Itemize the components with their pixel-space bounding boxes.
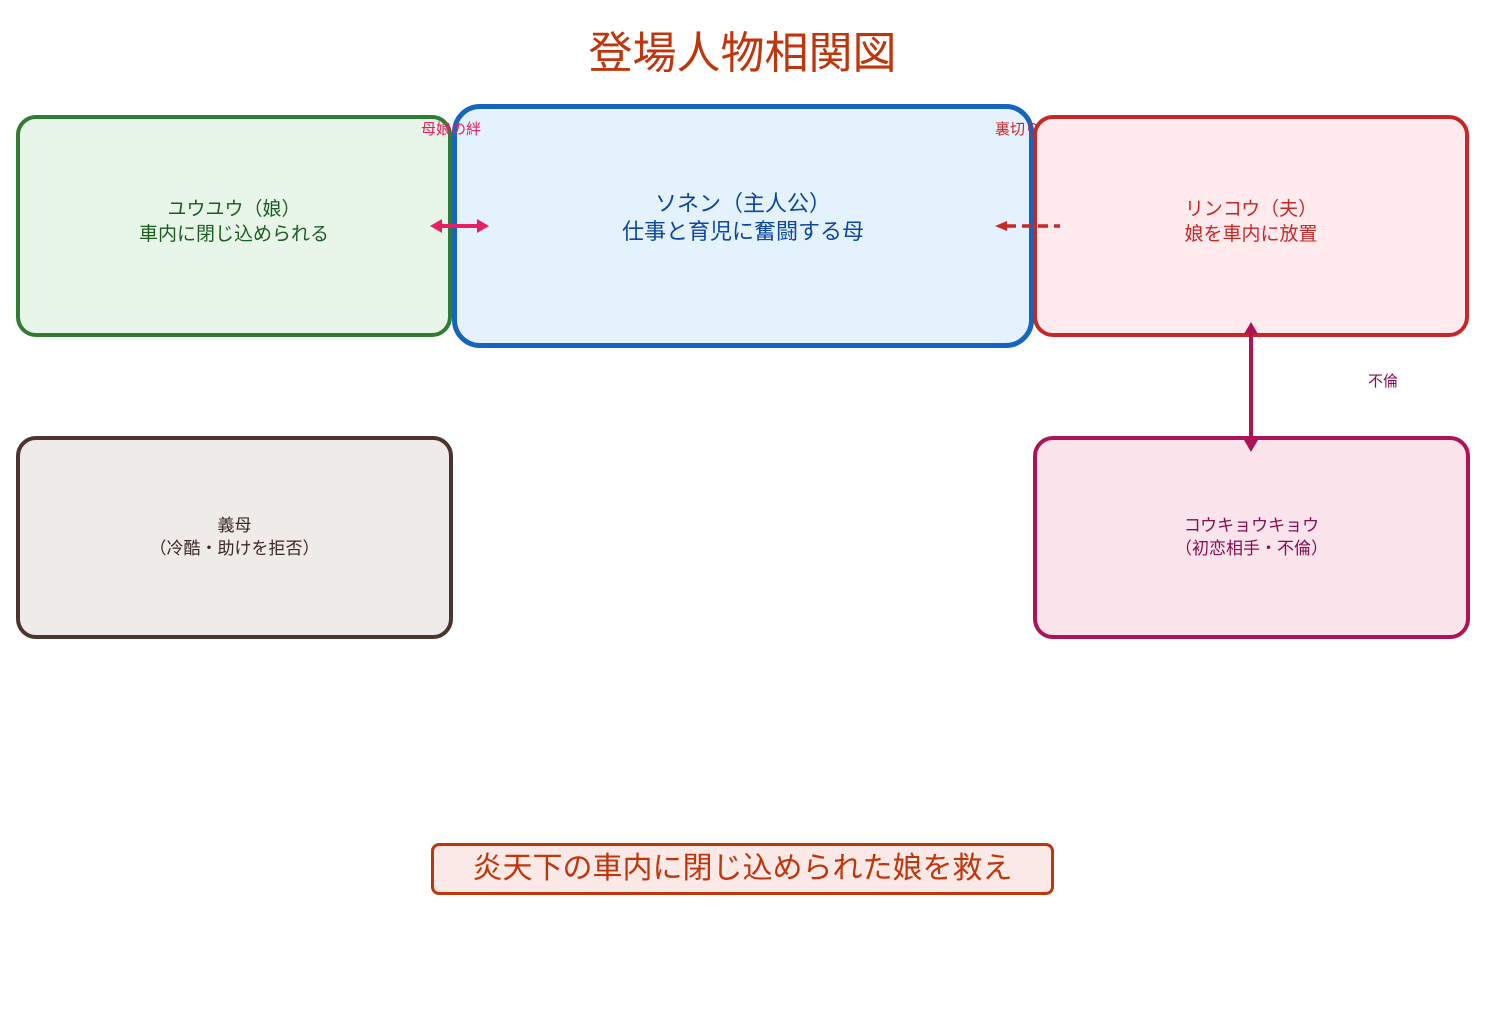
edge-affair-label: 不倫 <box>1368 372 1399 390</box>
node-koukyo: コウキョウキョウ （初恋相手・不倫） <box>1033 436 1470 639</box>
node-sonen: ソネン（主人公） 仕事と育児に奮闘する母 <box>452 104 1034 348</box>
node-gibo-desc: （冷酷・助けを拒否） <box>149 538 320 559</box>
edge-affair-arrow <box>1244 322 1258 452</box>
node-rinkou: リンコウ（夫） 娘を車内に放置 <box>1033 115 1469 337</box>
node-yuyu-name: ユウユウ（娘） <box>167 198 301 220</box>
edge-betrayal-label: 裏切り <box>995 120 1041 138</box>
node-koukyo-desc: （初恋相手・不倫） <box>1175 538 1328 559</box>
node-koukyo-name: コウキョウキョウ <box>1183 515 1320 536</box>
tagline-banner: 炎天下の車内に閉じ込められた娘を救え <box>431 843 1054 895</box>
node-gibo: 義母 （冷酷・助けを拒否） <box>16 436 453 639</box>
edge-bond-label: 母娘の絆 <box>421 120 482 138</box>
node-yuyu-desc: 車内に閉じ込められる <box>138 223 329 245</box>
node-rinkou-name: リンコウ（夫） <box>1184 198 1318 220</box>
diagram-title: 登場人物相関図 <box>588 28 897 79</box>
node-yuyu: ユウユウ（娘） 車内に閉じ込められる <box>16 115 452 337</box>
edge-bond-arrow <box>430 219 489 233</box>
node-sonen-desc: 仕事と育児に奮闘する母 <box>621 220 864 245</box>
node-rinkou-desc: 娘を車内に放置 <box>1184 223 1318 245</box>
node-gibo-name: 義母 <box>217 515 252 536</box>
node-sonen-name: ソネン（主人公） <box>654 192 831 217</box>
edge-betrayal-arrow <box>995 221 1060 231</box>
